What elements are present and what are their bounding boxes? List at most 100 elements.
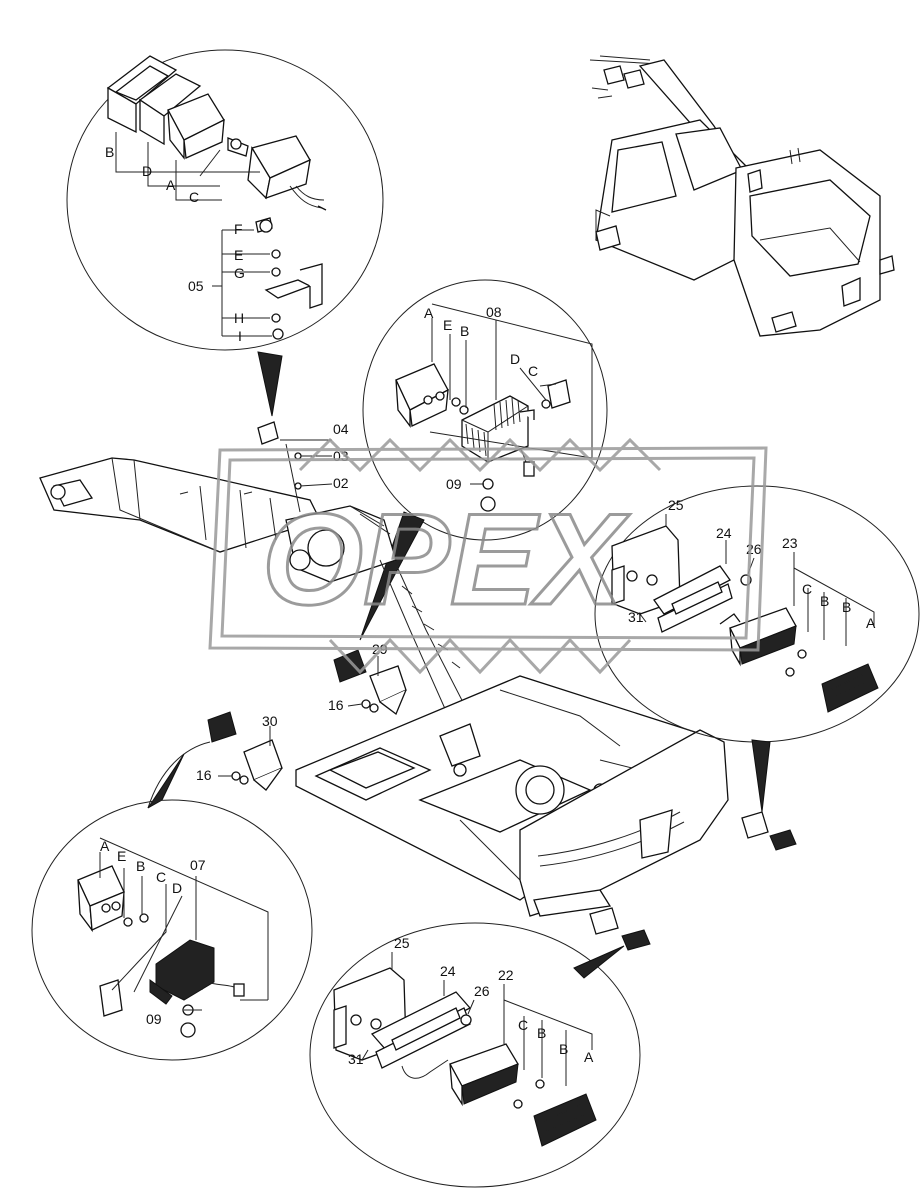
callout-d: D (172, 880, 182, 896)
callout-b: B (136, 858, 145, 874)
gasket-24 (653, 565, 733, 633)
callout-c: C (518, 1017, 528, 1033)
watermark-logo: OPEX (208, 437, 768, 675)
callout-22: 22 (498, 967, 514, 983)
callout-a: A (424, 305, 434, 321)
callout-25: 25 (394, 935, 410, 951)
callout-24: 24 (440, 963, 456, 979)
detail-circle-cab-work-light: A E B C D 07 09 (31, 799, 313, 1061)
screw-b (139, 913, 149, 923)
lamp-body-23 (729, 607, 797, 667)
callout-07: 07 (190, 857, 206, 873)
lens-a (533, 1093, 597, 1147)
pointer-arrow-2 (359, 511, 425, 641)
washer-h (271, 313, 281, 323)
callout-d: D (510, 351, 520, 367)
callout-c: C (802, 581, 812, 597)
lamp-lens-a (77, 865, 125, 933)
callout-04: 04 (333, 421, 349, 437)
detail-circle-rear-combination-light: 25 24 26 23 C B B A 31 (594, 485, 920, 813)
watermark-text: OPEX (262, 486, 631, 632)
callout-c: C (189, 189, 199, 205)
work-light-07 (149, 939, 245, 1005)
light-04 (257, 421, 279, 445)
loose-parts-boom: 04 03 02 (257, 421, 349, 513)
nut-09 (480, 496, 496, 512)
callout-16: 16 (328, 697, 344, 713)
nut-09 (180, 1022, 196, 1038)
boom-assembly (39, 457, 481, 741)
callout-30: 30 (262, 713, 278, 729)
pointer-arrow-3 (147, 753, 185, 809)
lamp-body-22 (449, 1043, 519, 1107)
callout-b: B (460, 323, 469, 339)
callout-26: 26 (474, 983, 490, 999)
pointer-arrow-4 (751, 739, 771, 813)
upper-frame (295, 675, 797, 951)
work-light-30: 30 16 (147, 711, 283, 809)
detail-circle-rear-light-frame: 25 24 26 22 C B B A 31 (309, 922, 641, 1188)
lamp-housing (247, 135, 327, 211)
callout-d: D (142, 163, 152, 179)
gasket-24 (370, 991, 472, 1069)
lamp-cover-c (547, 379, 571, 409)
screw-e (451, 397, 461, 407)
nut-i (272, 328, 284, 340)
bracket (264, 263, 323, 309)
callout-a: A (166, 177, 176, 193)
bulb-c (797, 649, 807, 659)
callout-25: 25 (668, 497, 684, 513)
callout-a: A (100, 838, 110, 854)
callout-09: 09 (146, 1011, 162, 1027)
callout-31: 31 (348, 1051, 364, 1067)
cover-c (99, 979, 123, 1017)
lamp-lens-a (395, 363, 449, 428)
washer-g (271, 267, 281, 277)
callout-e: E (117, 848, 126, 864)
bulb-b (785, 667, 795, 677)
callout-23: 23 (782, 535, 798, 551)
lamp-seal-d (138, 73, 202, 146)
callout-31: 31 (628, 609, 644, 625)
callout-a: A (584, 1049, 594, 1065)
washer-e (271, 249, 281, 259)
callout-g: G (234, 265, 245, 281)
callout-b: B (820, 593, 829, 609)
callout-b: B (559, 1041, 568, 1057)
callout-f: F (234, 221, 243, 237)
detail-circle-boom-light: A E B 08 D C 09 (359, 279, 608, 641)
callout-e: E (443, 317, 452, 333)
lamp-gasket-b (106, 55, 178, 134)
lamp-bulb-c (227, 137, 249, 157)
callout-c: C (528, 363, 538, 379)
callout-e: E (234, 247, 243, 263)
callout-09: 09 (446, 476, 462, 492)
callout-c: C (156, 869, 166, 885)
callout-16: 16 (196, 767, 212, 783)
bulb-b (513, 1099, 523, 1109)
screw-e (123, 917, 133, 927)
callout-05: 05 (188, 278, 204, 294)
socket (719, 613, 741, 625)
bulb-c (535, 1079, 545, 1089)
callout-a: A (866, 615, 876, 631)
pointer-arrow-5 (573, 945, 625, 979)
pointer-arrow-1 (257, 351, 283, 417)
lens-a (821, 663, 879, 713)
lamp-lens-a (167, 93, 225, 160)
bolt-f (255, 217, 273, 233)
callout-b: B (537, 1025, 546, 1041)
callout-08: 08 (486, 304, 502, 320)
callout-i: I (238, 328, 242, 344)
callout-b: B (842, 599, 851, 615)
callout-h: H (234, 310, 244, 326)
excavator-cab-overview (589, 55, 895, 337)
screw-d (541, 399, 551, 409)
callout-b: B (105, 144, 114, 160)
screw-b (459, 405, 469, 415)
detail-circle-work-light-boom: B D A C F E G 05 H I (66, 49, 384, 417)
screw-26 (460, 1014, 472, 1026)
callout-24: 24 (716, 525, 732, 541)
callout-02: 02 (333, 475, 349, 491)
